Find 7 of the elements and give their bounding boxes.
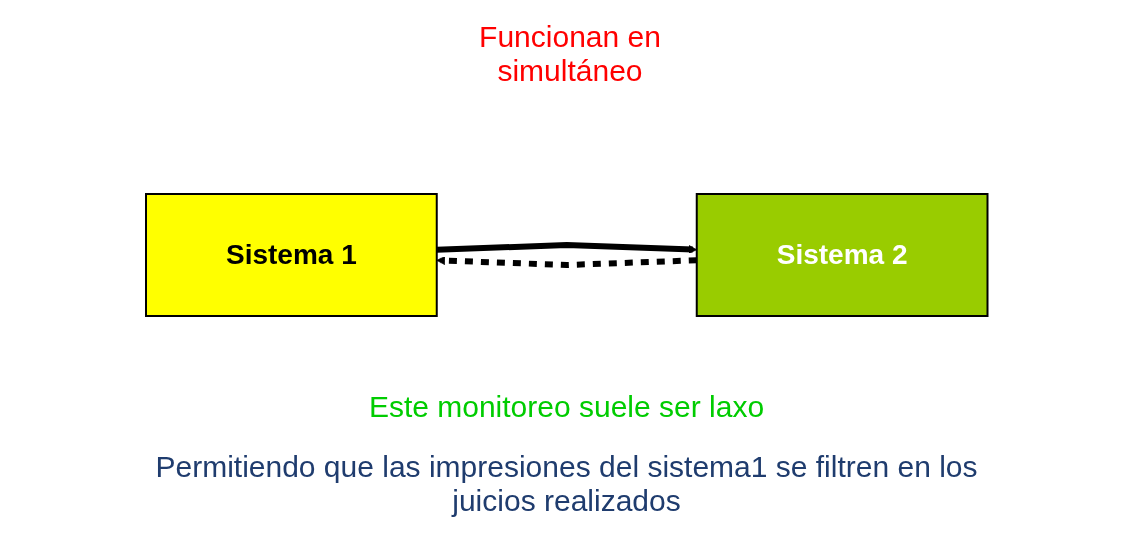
arrow bbox=[436, 242, 697, 254]
node-box: Sistema 2 bbox=[695, 193, 989, 317]
caption-text: Permitiendo que las impresiones del sistema1 se filtren en los juicios realizados bbox=[154, 450, 979, 518]
arrow bbox=[436, 256, 697, 268]
note-text: Este monitoreo suele ser laxo bbox=[367, 390, 766, 424]
node-box: Sistema 1 bbox=[144, 193, 438, 317]
note-text: Funcionan en simultáneo bbox=[478, 20, 662, 88]
